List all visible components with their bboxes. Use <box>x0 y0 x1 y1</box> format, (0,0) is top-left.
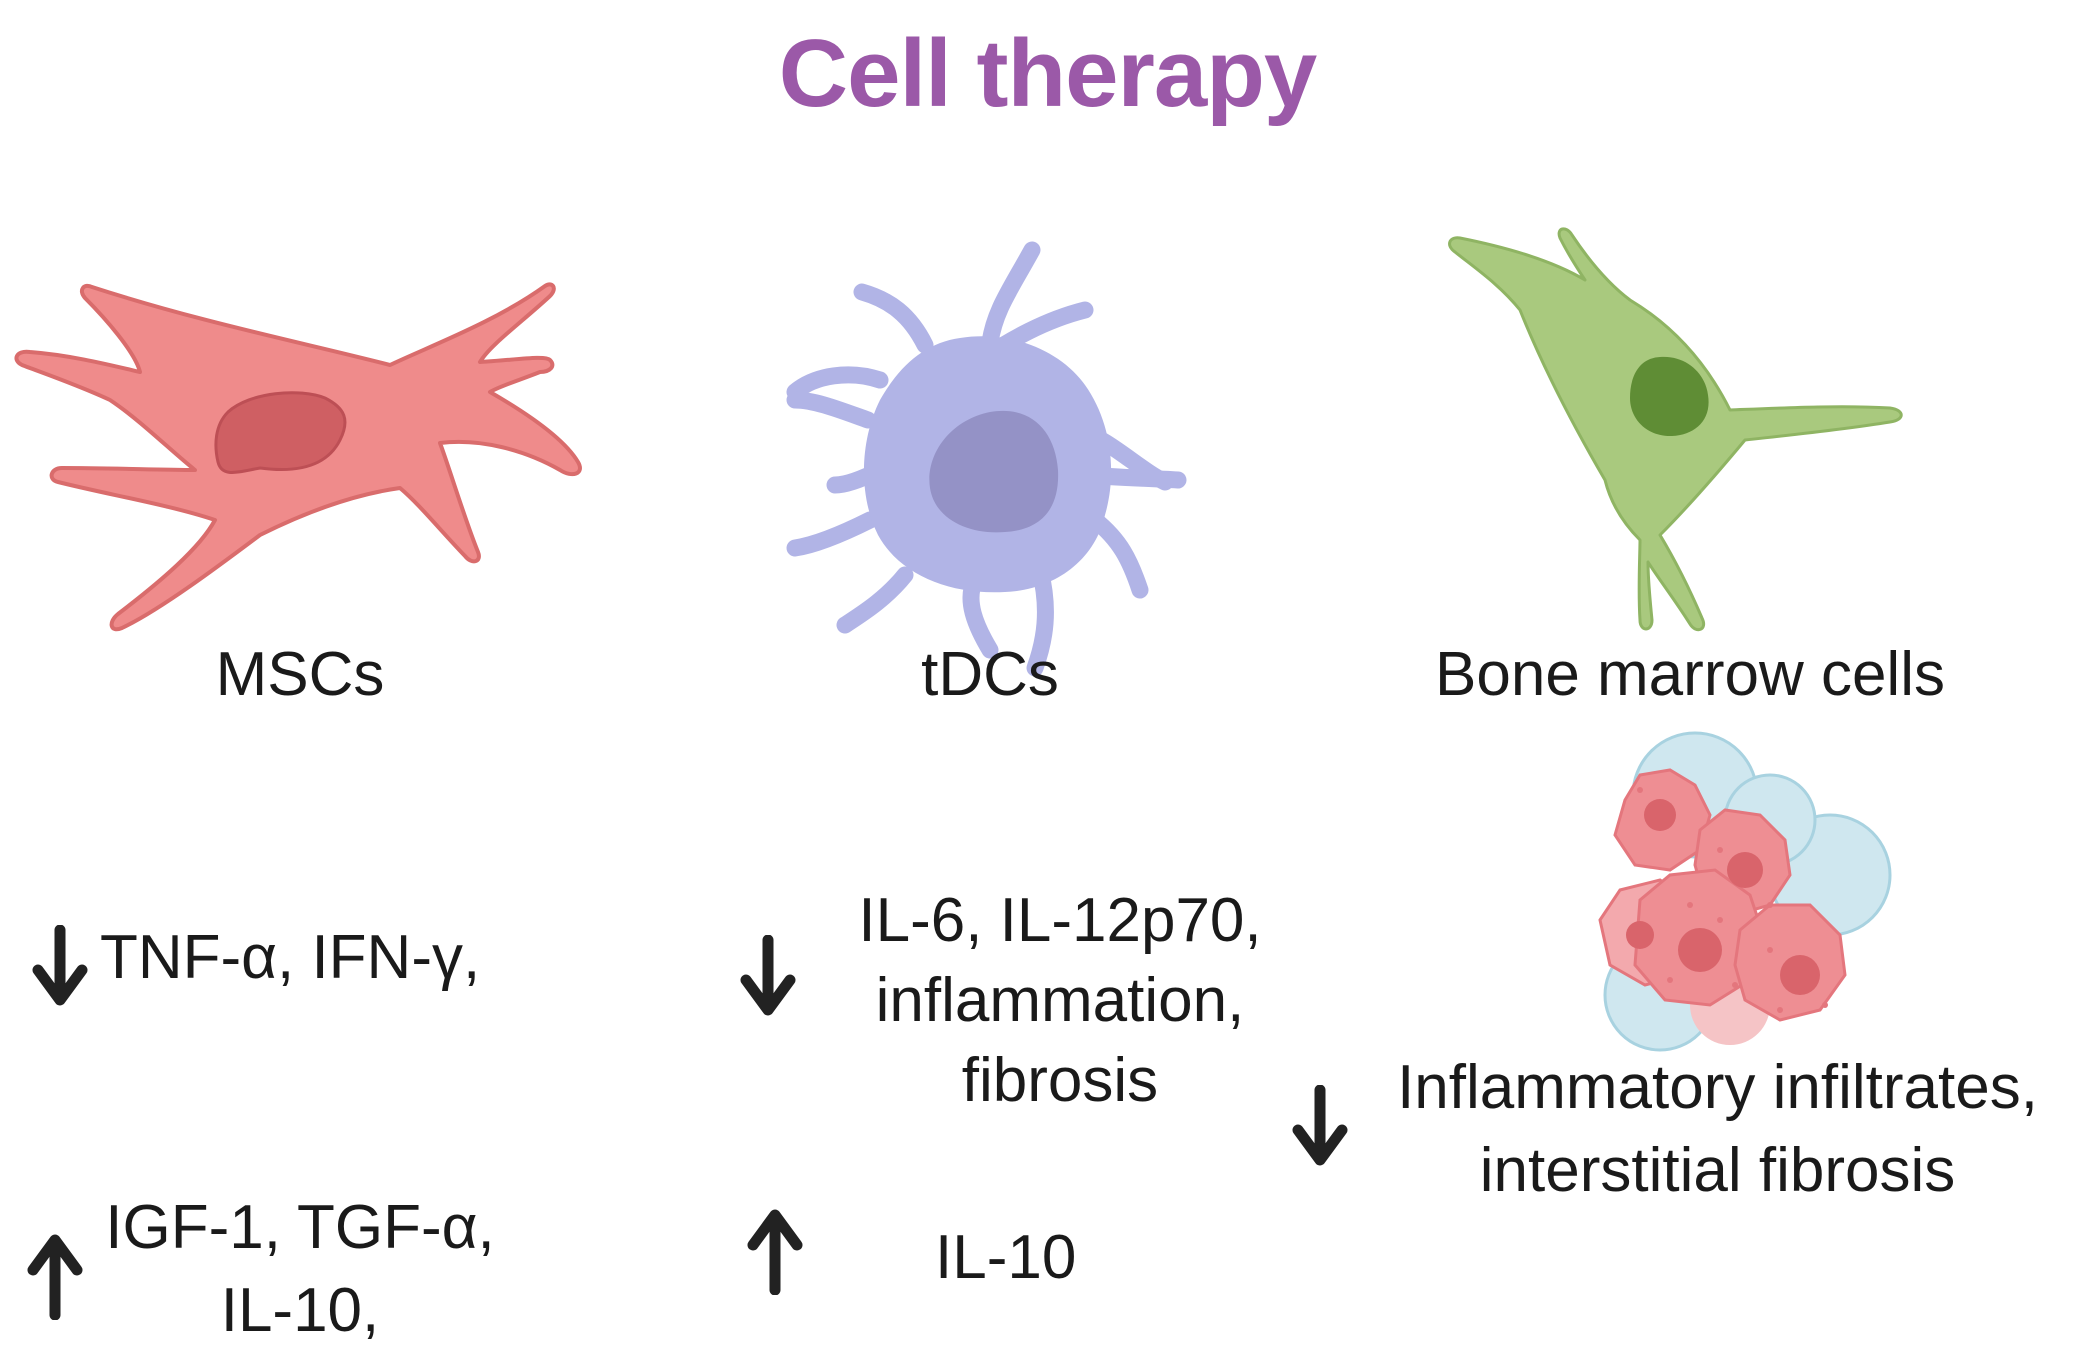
up-arrow-icon <box>747 1209 803 1295</box>
tdc-up-effect: IL-10 <box>935 1223 1077 1292</box>
tdc-down-effect-line-1: IL-6, IL-12p70, <box>858 886 1262 955</box>
tdc-nucleus <box>929 410 1059 533</box>
msc-label: MSCs <box>215 640 385 709</box>
msc-up-effect-line-1: IGF-1, TGF-α, <box>105 1193 495 1262</box>
tdc-down-effect-line-2: inflammation, <box>875 966 1245 1035</box>
bone-marrow-down-effect-line-1: Inflammatory infiltrates, <box>1397 1053 2038 1122</box>
msc-up-effect-line-2: IL-10, <box>220 1276 380 1345</box>
up-arrow-icon <box>27 1234 83 1320</box>
bone-marrow-down-effect-line-2: interstitial fibrosis <box>1479 1136 1956 1205</box>
diagram-title: Cell therapy <box>778 20 1318 127</box>
dendritic-cell-icon <box>786 241 1187 677</box>
bone-marrow-label: Bone marrow cells <box>1435 640 1945 709</box>
down-arrow-icon <box>1292 1085 1348 1166</box>
msc-down-effect: TNF-α, IFN-γ, <box>100 923 481 992</box>
tdc-label: tDCs <box>921 640 1059 709</box>
msc-nucleus <box>214 391 347 474</box>
bm-nucleus <box>1630 356 1709 437</box>
down-arrow-icon <box>32 925 88 1006</box>
mesenchymal-stem-cell-icon <box>14 282 582 632</box>
neuron-like-bone-marrow-cell-icon <box>1448 227 1903 632</box>
down-arrow-icon <box>740 935 796 1016</box>
tdc-down-effect-line-3: fibrosis <box>961 1046 1159 1115</box>
inflammatory-cell-cluster-icon <box>1598 731 1892 1052</box>
